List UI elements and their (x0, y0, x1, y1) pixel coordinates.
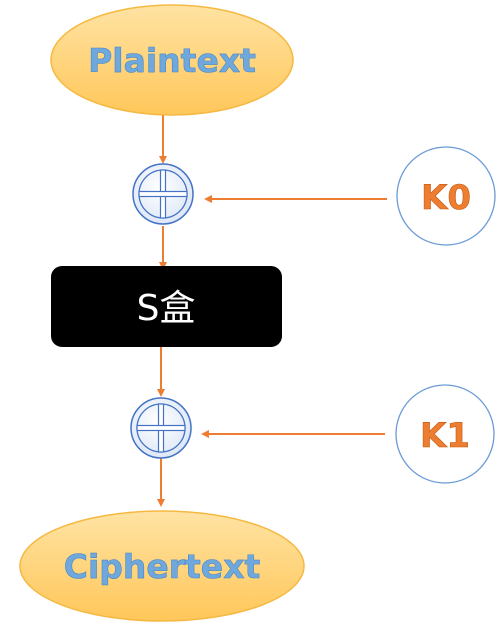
plaintext-label: Plaintext (88, 41, 256, 80)
k1-node: K1 (395, 384, 495, 484)
xor-icon (132, 163, 194, 225)
ciphertext-label: Ciphertext (64, 547, 261, 586)
plaintext-node: Plaintext (50, 4, 294, 116)
ciphertext-node: Ciphertext (19, 510, 305, 622)
xor-icon (130, 397, 192, 459)
k1-label: K1 (420, 416, 470, 456)
k0-node: K0 (396, 146, 496, 246)
sbox-node: S盒 (51, 266, 282, 347)
sbox-label: S盒 (137, 288, 196, 329)
k0-label: K0 (421, 178, 471, 218)
